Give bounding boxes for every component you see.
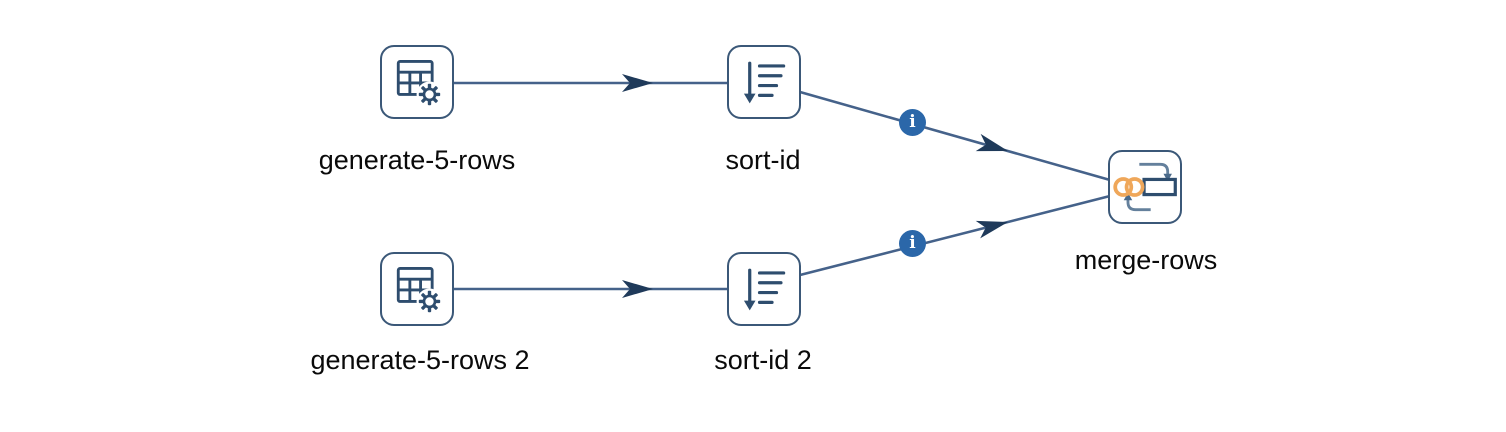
merge-join-icon <box>1113 162 1177 212</box>
gear-icon <box>418 290 441 313</box>
info-badge[interactable]: i <box>899 109 926 136</box>
edge-sortid2-to-mergerows[interactable] <box>799 194 1111 277</box>
linked-rings-icon <box>1113 177 1145 197</box>
table-gear-icon <box>396 267 443 315</box>
node-label-generate-5-rows-2: generate-5-rows 2 <box>310 345 530 375</box>
node-generate-5-rows-2[interactable] <box>380 252 454 326</box>
node-generate-5-rows[interactable] <box>380 45 454 119</box>
node-label-sort-id-2: sort-id 2 <box>714 345 812 375</box>
node-label-merge-rows: merge-rows <box>1074 245 1218 275</box>
arrowhead-icon <box>622 280 653 298</box>
sort-descending-icon <box>743 268 786 311</box>
info-badge[interactable]: i <box>899 230 926 257</box>
info-icon: i <box>909 112 916 132</box>
loop-arrows-icon <box>1126 162 1170 212</box>
sort-descending-icon <box>743 61 786 104</box>
edge-sortid-to-mergerows[interactable] <box>799 90 1111 182</box>
node-merge-rows[interactable] <box>1108 150 1182 224</box>
node-label-generate-5-rows: generate-5-rows <box>318 145 516 175</box>
arrowhead-icon <box>975 133 1008 152</box>
arrowhead-icon <box>622 74 653 92</box>
info-icon: i <box>909 233 916 253</box>
table-gear-icon <box>396 60 443 108</box>
node-label-sort-id: sort-id <box>725 145 801 175</box>
arrowhead-icon <box>975 220 1008 239</box>
node-sort-id-2[interactable] <box>727 252 801 326</box>
edge-arrowheads <box>622 74 1008 298</box>
node-sort-id[interactable] <box>727 45 801 119</box>
gear-icon <box>418 83 441 106</box>
